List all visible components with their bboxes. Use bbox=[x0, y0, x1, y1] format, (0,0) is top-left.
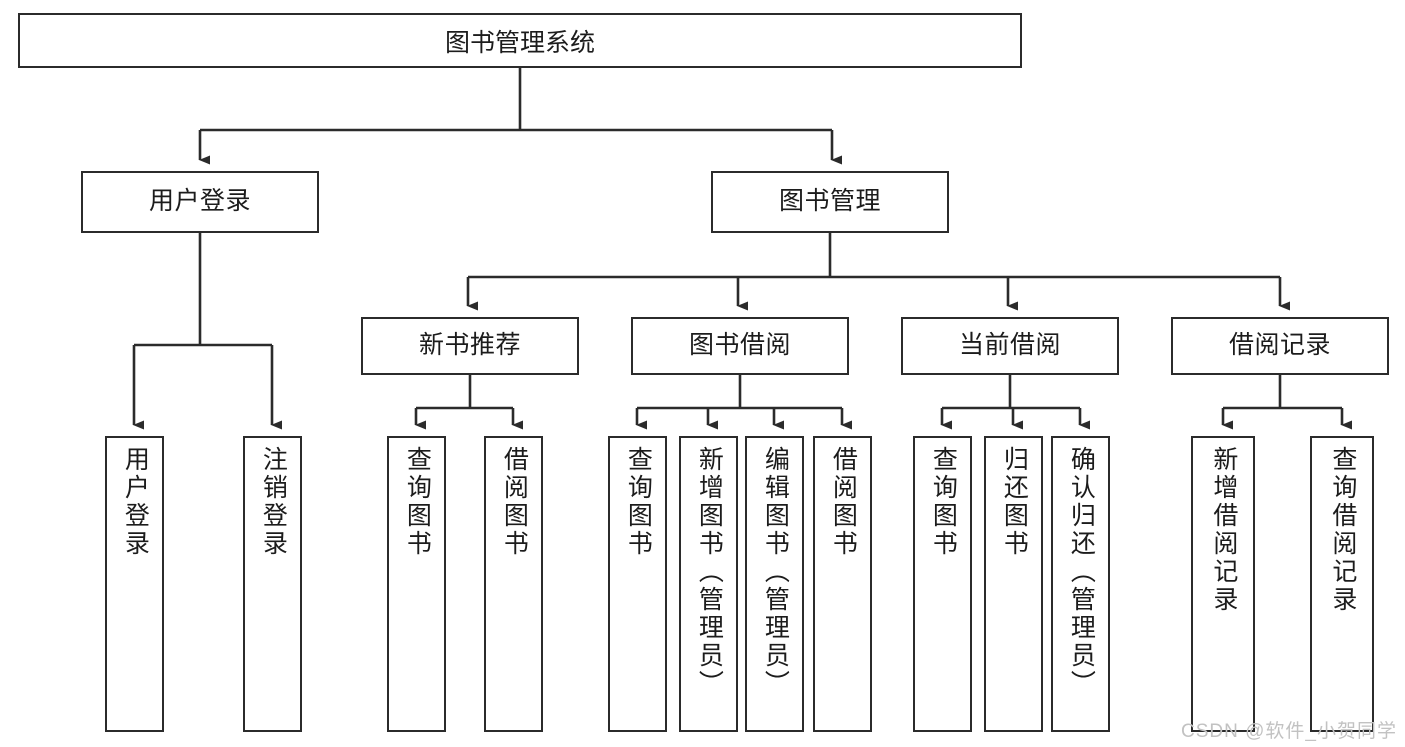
leaf-logout-login[interactable]: 注销登录 bbox=[243, 436, 302, 732]
leaf-return-book[interactable]: 归还图书 bbox=[984, 436, 1043, 732]
leaf-edit-book-admin[interactable]: 编辑图书（管理员） bbox=[745, 436, 804, 732]
leaf-return-book-label: 归还图书 bbox=[1000, 446, 1029, 558]
node-root-label: 图书管理系统 bbox=[444, 28, 595, 57]
node-book-manage[interactable]: 图书管理 bbox=[711, 171, 949, 233]
node-borrow-record-label: 借阅记录 bbox=[1228, 331, 1331, 360]
leaf-borrow-book[interactable]: 借阅图书 bbox=[813, 436, 872, 732]
node-new-book-recommend[interactable]: 新书推荐 bbox=[361, 317, 579, 375]
node-root[interactable]: 图书管理系统 bbox=[18, 13, 1022, 68]
leaf-query-book-rec[interactable]: 查询图书 bbox=[387, 436, 446, 732]
leaf-borrow-book-rec[interactable]: 借阅图书 bbox=[484, 436, 543, 732]
leaf-query-borrow-record-label: 查询借阅记录 bbox=[1328, 446, 1357, 614]
leaf-confirm-return[interactable]: 确认归还（管理员） bbox=[1051, 436, 1110, 732]
leaf-add-book-admin[interactable]: 新增图书（管理员） bbox=[679, 436, 738, 732]
leaf-edit-book-admin-label: 编辑图书（管理员） bbox=[761, 446, 790, 698]
leaf-borrow-book-label: 借阅图书 bbox=[829, 446, 858, 558]
leaf-query-book-borrow-label: 查询图书 bbox=[624, 446, 653, 558]
leaf-query-book-current-label: 查询图书 bbox=[929, 446, 958, 558]
leaf-query-book-rec-label: 查询图书 bbox=[403, 446, 432, 558]
leaf-add-borrow-record[interactable]: 新增借阅记录 bbox=[1191, 436, 1255, 732]
leaf-user-login[interactable]: 用户登录 bbox=[105, 436, 164, 732]
node-borrow-record[interactable]: 借阅记录 bbox=[1171, 317, 1389, 375]
leaf-user-login-label: 用户登录 bbox=[121, 446, 150, 558]
leaf-query-borrow-record[interactable]: 查询借阅记录 bbox=[1310, 436, 1374, 732]
leaf-add-book-admin-label: 新增图书（管理员） bbox=[695, 446, 724, 698]
node-current-borrow[interactable]: 当前借阅 bbox=[901, 317, 1119, 375]
leaf-query-book-current[interactable]: 查询图书 bbox=[913, 436, 972, 732]
leaf-add-borrow-record-label: 新增借阅记录 bbox=[1209, 446, 1238, 614]
csdn-watermark: CSDN @软件_小贺同学 bbox=[1181, 721, 1397, 742]
node-current-borrow-label: 当前借阅 bbox=[958, 331, 1061, 360]
node-book-manage-label: 图书管理 bbox=[778, 187, 881, 216]
leaf-query-book-borrow[interactable]: 查询图书 bbox=[608, 436, 667, 732]
node-user-login-label: 用户登录 bbox=[148, 187, 251, 216]
leaf-logout-login-label: 注销登录 bbox=[259, 446, 288, 558]
node-book-borrow[interactable]: 图书借阅 bbox=[631, 317, 849, 375]
leaf-confirm-return-label: 确认归还（管理员） bbox=[1067, 446, 1096, 698]
node-user-login[interactable]: 用户登录 bbox=[81, 171, 319, 233]
node-book-borrow-label: 图书借阅 bbox=[688, 331, 791, 360]
leaf-borrow-book-rec-label: 借阅图书 bbox=[500, 446, 529, 558]
node-new-book-recommend-label: 新书推荐 bbox=[418, 331, 521, 360]
